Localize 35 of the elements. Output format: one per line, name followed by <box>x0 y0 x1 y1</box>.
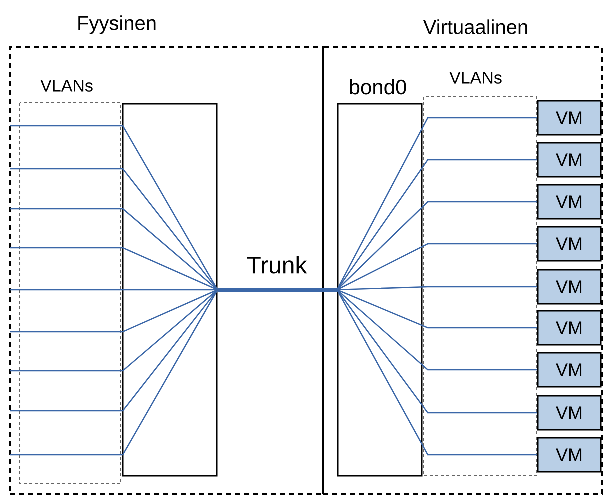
connector-line <box>10 289 218 333</box>
connector-line <box>336 117 538 290</box>
vm-box: VM <box>537 184 602 220</box>
vlan-group: VLANs <box>424 72 538 476</box>
vlan-group: VLANs <box>20 80 122 484</box>
vm-box: VM <box>537 395 602 431</box>
connector-line <box>10 125 218 290</box>
connector-line <box>218 288 338 292</box>
connector-line <box>10 208 218 290</box>
vm-box: VM <box>537 437 602 473</box>
connector-line <box>10 289 218 291</box>
switch-box <box>122 103 218 477</box>
connector-line <box>336 290 538 456</box>
connector-line <box>10 168 218 290</box>
connector-line <box>336 159 538 290</box>
region-heading: Fyysinen <box>78 16 156 34</box>
connector-line <box>336 290 538 414</box>
vm-box: VM <box>537 310 602 346</box>
connector-line <box>10 290 218 372</box>
connector-line <box>336 243 538 291</box>
connector-line <box>10 290 218 412</box>
vm-box: VM <box>537 226 602 262</box>
connector-line <box>10 247 218 291</box>
vm-box: VM <box>537 142 602 178</box>
edge-label: Trunk <box>246 255 308 275</box>
connector-line <box>336 201 538 290</box>
connector-line <box>337 289 538 329</box>
region-heading: Virtuaalinen <box>423 20 528 34</box>
connector-line <box>337 286 538 291</box>
connector-line <box>10 290 218 456</box>
switch-label: bond0 <box>350 79 406 95</box>
connector-line <box>336 290 538 371</box>
vm-box: VM <box>537 352 602 388</box>
vm-box: VM <box>537 100 602 136</box>
vm-box: VM <box>537 269 602 305</box>
